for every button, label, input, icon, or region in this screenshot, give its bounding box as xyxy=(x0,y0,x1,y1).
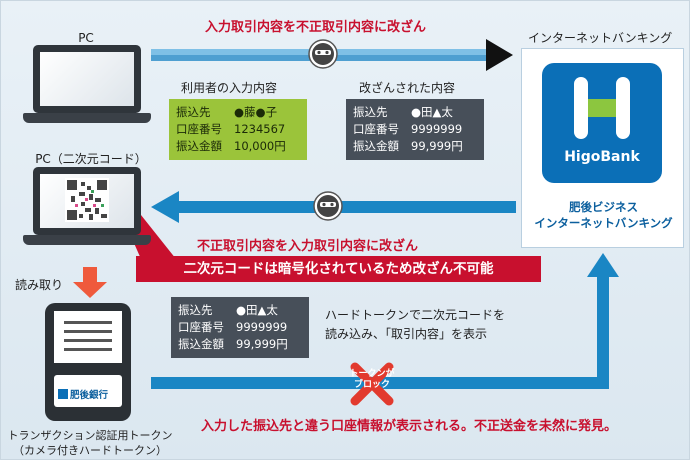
blocked-x-icon xyxy=(350,362,394,406)
return-arrow-text: 不正取引内容を入力取引内容に改ざん xyxy=(197,239,419,254)
pc-qr-label: PC（二次元コード） xyxy=(35,152,147,166)
token-display-row: 振込先●田▲太 xyxy=(178,303,278,317)
higobank-logo: HigoBank xyxy=(542,63,662,183)
token-logo-text: 肥後銀行 xyxy=(70,390,109,401)
encryption-banner: 二次元コードは暗号化されているため改ざん不可能 xyxy=(136,256,541,282)
read-arrow-head xyxy=(73,282,107,298)
read-arrow-shaft xyxy=(83,267,97,283)
bank-header: インターネットバンキング xyxy=(528,31,673,45)
tampered-heading: 改ざんされた内容 xyxy=(359,81,456,95)
qr-code-icon xyxy=(65,178,109,222)
token-instruction-line1: ハードトークンで二次元コードを xyxy=(325,308,506,322)
bank-logo-text: HigoBank xyxy=(564,149,640,165)
token-logo-icon xyxy=(58,389,68,399)
pc-screen xyxy=(40,52,134,106)
higobank-mark-icon xyxy=(574,77,630,139)
user-input-heading: 利用者の入力内容 xyxy=(181,81,278,95)
bank-caption-line2: インターネットバンキング xyxy=(534,216,673,230)
token-caption-line1: トランザクション認証用トークン xyxy=(7,429,173,442)
bank-panel: HigoBank 肥後ビジネス インターネットバンキング xyxy=(521,48,684,248)
return-arrow-shaft xyxy=(176,201,516,213)
hacker-icon xyxy=(308,39,338,69)
token-caption-line2: （カメラ付きハードトークン） xyxy=(13,444,167,457)
user-input-row: 振込先●藤●子 xyxy=(176,105,278,119)
bottom-arrow-riser xyxy=(597,273,609,389)
hacker-icon xyxy=(313,191,343,221)
return-arrow-head xyxy=(151,191,179,223)
bottom-arrow-shaft xyxy=(151,377,609,389)
pc-label: PC xyxy=(78,31,94,45)
pc-laptop xyxy=(33,45,141,113)
pc-qr-keyboard-base xyxy=(23,235,151,245)
token-logo-plate: 肥後銀行 xyxy=(54,375,122,407)
token-instruction-line2: 読み込み、「取引内容」を表示 xyxy=(325,327,488,341)
top-arrow-text: 入力取引内容を不正取引内容に改ざん xyxy=(205,20,427,35)
tampered-row: 振込先●田▲太 xyxy=(353,105,453,119)
bank-caption-line1: 肥後ビジネス xyxy=(569,200,638,214)
hardware-token: 肥後銀行 xyxy=(45,303,131,421)
bottom-arrow-head xyxy=(587,253,619,277)
token-screen xyxy=(54,311,122,363)
pc-keyboard-base xyxy=(23,113,151,123)
read-label: 読み取り xyxy=(15,278,64,292)
pc-qr-laptop xyxy=(33,167,141,235)
footer-text: 入力した振込先と違う口座情報が表示される。不正送金を未然に発見。 xyxy=(201,419,618,434)
blocked-label: トークンが ブロック xyxy=(349,369,395,390)
top-arrow-head xyxy=(486,39,513,71)
